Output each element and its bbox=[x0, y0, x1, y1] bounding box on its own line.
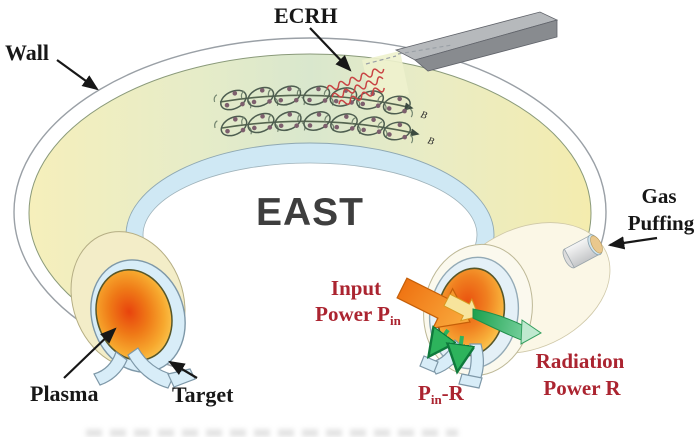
magnetic-field-label-1: B bbox=[419, 109, 428, 121]
input-power-label-line2: Power Pin bbox=[315, 302, 401, 328]
conducted-power-rest: -R bbox=[442, 381, 465, 405]
target-arrow bbox=[168, 360, 198, 379]
cropped-caption-remnant bbox=[86, 429, 458, 437]
plasma-label: Plasma bbox=[30, 381, 98, 406]
target-label: Target bbox=[172, 382, 234, 407]
electron-gyration-chain-row-2: B bbox=[212, 107, 435, 148]
radiation-power-label-line2: Power R bbox=[543, 376, 621, 400]
gas-puffing-label-line1: Gas bbox=[641, 184, 676, 208]
gas-puffing-arrow bbox=[607, 236, 658, 250]
input-power-subscript: in bbox=[390, 313, 402, 328]
conducted-power-p: P bbox=[418, 381, 431, 405]
ecrh-arrow bbox=[309, 27, 352, 72]
ecrh-label: ECRH bbox=[274, 3, 338, 28]
ecrh-waveguide bbox=[394, 11, 559, 72]
waveguide-entry-dashes bbox=[365, 44, 453, 65]
left-cross-section bbox=[70, 231, 196, 389]
conducted-power-label: Pin-R bbox=[418, 381, 465, 407]
radiation-power-label-line1: Radiation bbox=[536, 349, 625, 373]
transferred-power-arrow bbox=[443, 293, 480, 322]
input-power-label-line1: Input bbox=[331, 276, 381, 300]
wall-label: Wall bbox=[5, 40, 49, 65]
wall-arrow bbox=[56, 59, 99, 91]
gas-valve-icon bbox=[562, 234, 603, 269]
conducted-power-arrows bbox=[432, 330, 462, 366]
gas-puffing-label-line2: Puffing bbox=[628, 211, 695, 235]
annotation-arrows bbox=[56, 27, 658, 379]
input-power-main-text: Power P bbox=[315, 302, 390, 326]
magnetic-field-label-2: B bbox=[426, 135, 435, 147]
electron-gyration-chain-row-1: B bbox=[212, 81, 428, 122]
radiated-power-horn bbox=[472, 308, 542, 345]
cutaway-window bbox=[163, 252, 460, 400]
ecrh-wave-icon bbox=[326, 68, 385, 105]
conducted-power-subscript: in bbox=[431, 392, 443, 407]
plasma-arrow bbox=[63, 327, 117, 379]
machine-name-label: EAST bbox=[256, 191, 364, 234]
